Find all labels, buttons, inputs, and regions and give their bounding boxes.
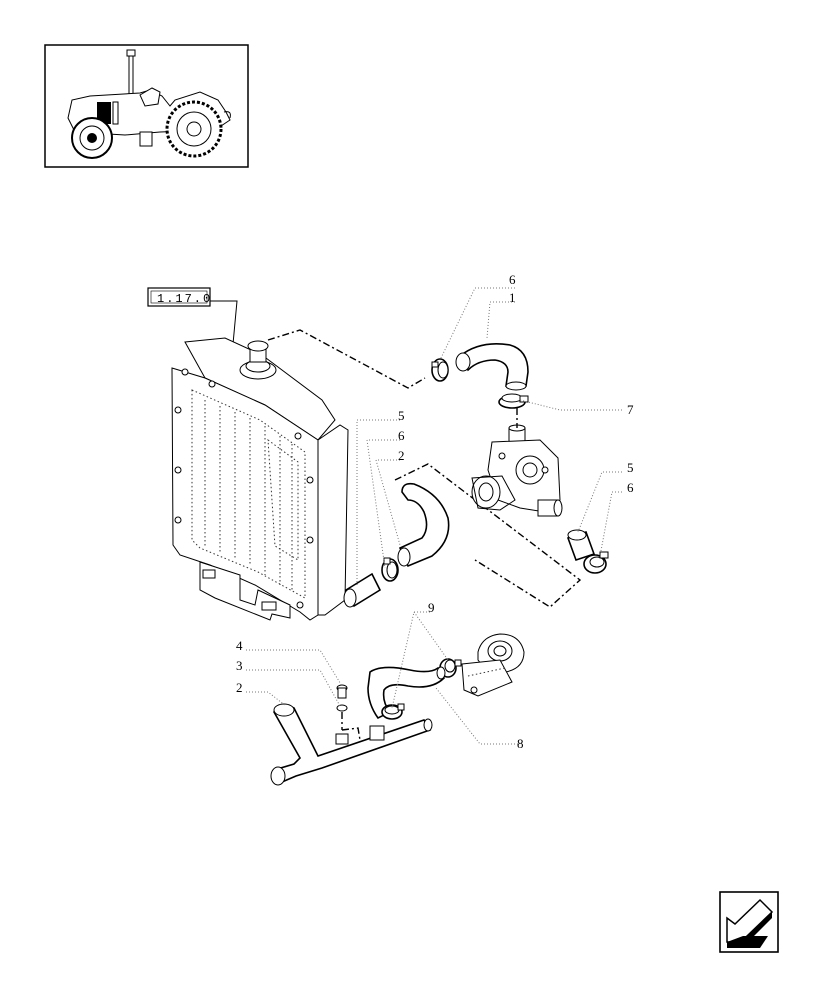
callout-8: 8 [517, 736, 524, 751]
callout-5-left: 5 [398, 408, 405, 423]
callout-6-left: 6 [398, 428, 405, 443]
bypass-hose [367, 666, 446, 720]
y-pipe [270, 703, 433, 786]
lower-hose [397, 482, 450, 568]
water-pump [471, 424, 563, 517]
callout-5-right: 5 [627, 460, 634, 475]
short-hose-right [566, 529, 596, 562]
reference-box[interactable]: 1.17.0 [147, 287, 212, 307]
callout-6-top: 6 [509, 272, 516, 287]
bypass-housing [461, 633, 525, 697]
short-hose-left [343, 572, 382, 608]
callout-7: 7 [627, 402, 634, 417]
callout-4: 4 [236, 638, 243, 653]
callout-3: 3 [236, 658, 243, 673]
reference-box-label: 1.17.0 [157, 292, 212, 306]
lower-clamp-7 [498, 393, 529, 409]
upper-hose [455, 343, 529, 391]
tractor-icon [67, 49, 231, 159]
tractor-thumbnail [44, 44, 249, 168]
callout-2-lower: 2 [236, 680, 243, 695]
previous-page-arrow-button[interactable] [719, 891, 779, 953]
washer [336, 704, 348, 712]
bypass-clamp-lower [381, 703, 405, 720]
clamp-right [583, 551, 609, 574]
radiator [171, 337, 349, 621]
back-arrow-icon [726, 898, 774, 948]
callout-9: 9 [428, 600, 435, 615]
upper-clamp [431, 358, 449, 382]
callout-2-upper: 2 [398, 448, 405, 463]
bolt [336, 684, 348, 699]
callout-1: 1 [509, 290, 516, 305]
callout-6-right: 6 [627, 480, 634, 495]
lower-clamp [381, 557, 399, 582]
